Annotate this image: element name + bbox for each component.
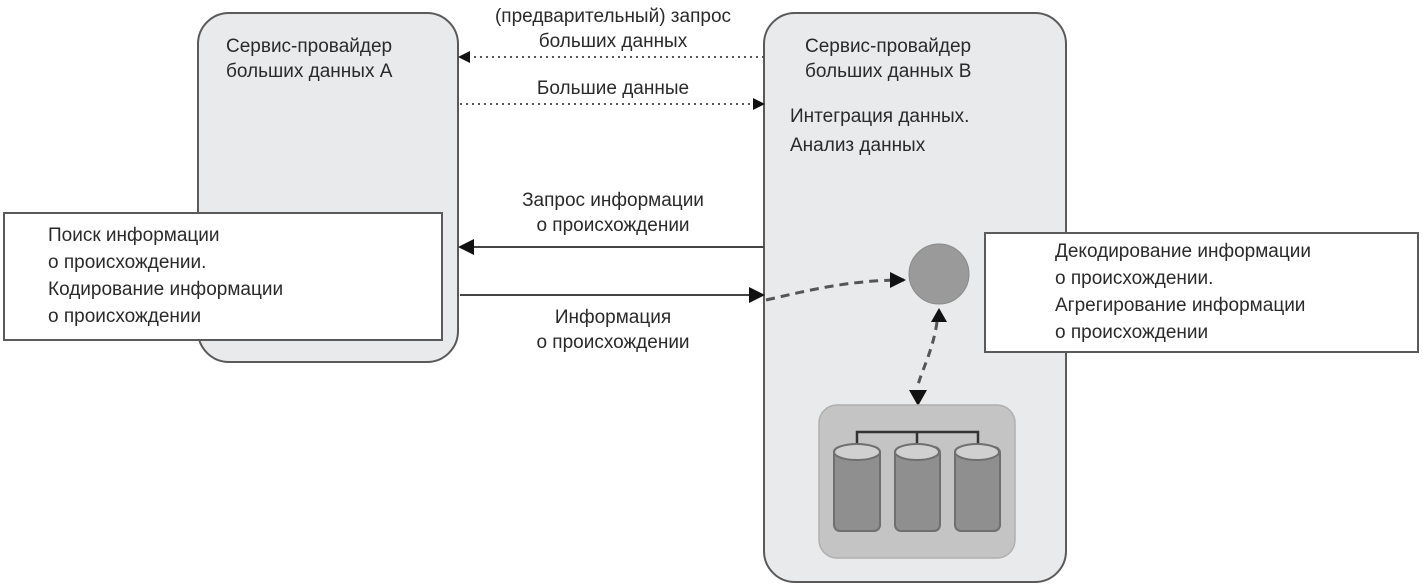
provider-a-title-line-1: Сервис-провайдер [226, 36, 393, 57]
note-b-line-1: Декодирование информации [1055, 241, 1311, 262]
provider-b-title-line-1: Сервис-провайдер [805, 36, 972, 57]
provider-b-title-line-2: больших данных В [805, 61, 972, 82]
info-to-node-dashed-arrow [765, 272, 906, 302]
node-storage-dashed-link [916, 321, 939, 386]
cylinder-icon-3 [954, 443, 1001, 532]
provenance-info-label-line-2: о происхождении [536, 332, 690, 353]
cylinder-icon-1 [833, 443, 881, 532]
note-a-line-2: о происхождении. [48, 252, 207, 273]
pre-request-label-line-1: (предварительный) запрос [494, 6, 732, 27]
circle-node-icon [908, 243, 970, 305]
provenance-request-label-line-2: о происхождении [536, 215, 690, 236]
note-provenance-decoding-aggregation: Декодирование информации о происхождении… [984, 232, 1419, 353]
database-cluster-icon [818, 404, 1016, 559]
arrowhead-down-icon [909, 390, 927, 406]
note-b-line-3: Агрегирование информации [1055, 295, 1306, 316]
cylinder-icon-2 [894, 443, 941, 532]
provenance-info-label: Информация о происхождении [460, 305, 766, 355]
big-data-label: Большие данные [460, 76, 766, 101]
provenance-request-label: Запрос информации о происхождении [460, 188, 766, 238]
note-a-line-4: о происхождении [48, 306, 202, 327]
provider-b-subtitle-line-2: Анализ данных [790, 135, 926, 156]
arrowhead-up-icon [931, 308, 947, 322]
note-b-line-4: о происхождении [1055, 322, 1209, 343]
provider-b-subtitle: Интеграция данных. Анализ данных [790, 102, 969, 160]
pre-request-label-line-2: больших данных [538, 31, 688, 52]
provider-b-title: Сервис-провайдер больших данных В [805, 34, 971, 84]
provider-a-title: Сервис-провайдер больших данных А [226, 34, 392, 84]
provenance-request-label-line-1: Запрос информации [522, 190, 704, 211]
provider-b-subtitle-line-1: Интеграция данных. [790, 106, 970, 127]
provenance-info-label-line-1: Информация [554, 307, 672, 328]
provider-a-title-line-2: больших данных А [226, 61, 393, 82]
big-data-label-line-1: Большие данные [536, 78, 690, 99]
pre-request-label: (предварительный) запрос больших данных [460, 4, 766, 54]
note-b-line-2: о происхождении. [1055, 268, 1214, 289]
note-a-line-3: Кодирование информации [48, 279, 284, 300]
note-provenance-search-encoding: Поиск информации о происхождении. Кодиро… [3, 212, 443, 341]
note-a-line-1: Поиск информации [48, 225, 220, 246]
